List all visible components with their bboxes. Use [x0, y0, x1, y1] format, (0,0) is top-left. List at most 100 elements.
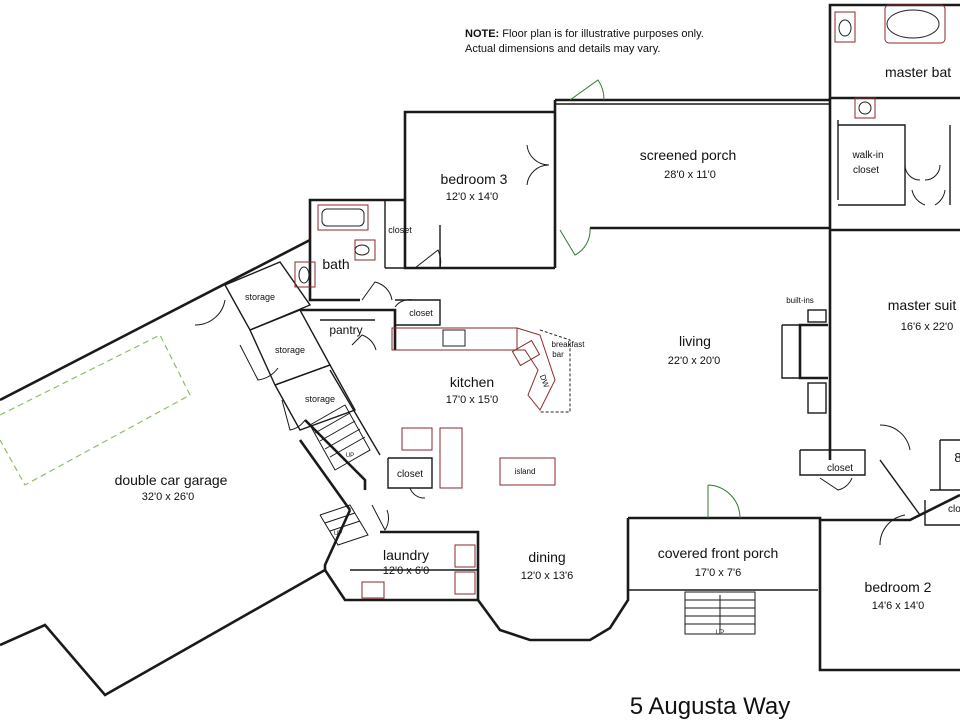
master-bath-label: master bat	[885, 64, 951, 80]
bedroom-cut-label: 8	[954, 450, 960, 465]
refrigerator	[401, 427, 433, 451]
stair-up-label-1: UP	[346, 453, 354, 459]
bedroom2-dim: 14'6 x 14'0	[872, 600, 925, 612]
bath-door	[361, 281, 393, 301]
front-porch-label: covered front porch	[658, 545, 779, 561]
bedroom3-wall	[403, 110, 555, 270]
kitchen-pantry-cabinet	[439, 427, 463, 489]
fixtures	[294, 4, 946, 599]
kitchen-closet-door	[409, 487, 426, 499]
master-suite-dim: 16'6 x 22'0	[901, 321, 954, 333]
walk-in-closet-label-2: closet	[853, 165, 879, 176]
bedroom2-closet	[924, 500, 960, 526]
screened-porch-dim: 28'0 x 11'0	[664, 169, 716, 181]
screened-porch-door	[569, 79, 605, 101]
garage-stairs	[319, 504, 369, 546]
disclaimer-bold: NOTE:	[465, 28, 499, 40]
kitchen-label: kitchen	[450, 374, 494, 390]
bath-label: bath	[322, 256, 349, 272]
laundry-sink	[361, 581, 385, 599]
breakfast-bar-counter	[516, 327, 556, 411]
disclaimer-line1: NOTE: Floor plan is for illustrative pur…	[465, 28, 704, 40]
storage2-label: storage	[275, 345, 305, 355]
storage-walls	[224, 261, 312, 331]
bath-sink-basin	[298, 266, 310, 284]
kitchen-sink	[511, 339, 541, 367]
storage2-door	[239, 344, 279, 381]
master-suite-label: master suit	[888, 297, 957, 313]
dryer	[454, 571, 476, 595]
front-porch-steps	[684, 591, 756, 635]
master-tub-basin	[886, 9, 940, 39]
kitchen-range	[442, 329, 466, 347]
storage-3-wall	[274, 364, 357, 431]
bath-tub-basin	[321, 208, 365, 227]
address-title: 5 Augusta Way	[630, 693, 791, 720]
hall-closet-door	[394, 299, 414, 308]
disclaimer-line1-text: Floor plan is for illustrative purposes …	[499, 28, 704, 40]
bedroom2-label: bedroom 2	[865, 579, 932, 595]
bath-tub	[317, 204, 369, 231]
washer	[454, 544, 476, 568]
labels: NOTE: Floor plan is for illustrative pur…	[115, 28, 960, 720]
kitchen-dim: 17'0 x 15'0	[446, 394, 499, 406]
garage-wall	[0, 238, 311, 402]
storage3-label: storage	[305, 394, 335, 404]
living-closet-wall	[799, 449, 866, 476]
dishwasher-label: DW	[538, 373, 551, 389]
bed3-closet-label: closet	[388, 225, 412, 235]
built-ins-lower	[807, 382, 827, 414]
laundry-dim: 12'0 x 6'0	[383, 565, 429, 577]
master-tub	[884, 4, 946, 44]
bedroom2-closet-label: clos	[948, 504, 960, 515]
garage-storage-door	[194, 299, 226, 326]
stair-up-label-3: UP	[716, 630, 724, 636]
master-toilet-box	[834, 11, 856, 43]
storage1-label: storage	[245, 292, 275, 302]
kitchen-counter-top	[391, 327, 518, 351]
built-ins-upper	[807, 309, 827, 323]
front-entry-door	[707, 484, 741, 519]
living-closet-door	[819, 477, 853, 491]
front-porch-wall	[628, 516, 960, 672]
living-dim: 22'0 x 20'0	[668, 355, 721, 367]
pantry-wall	[300, 308, 397, 350]
garage-vehicle-outline	[0, 334, 191, 486]
garage-laundry-door	[371, 504, 389, 531]
stair-rail	[329, 369, 381, 456]
bedroom3-label: bedroom 3	[441, 171, 508, 187]
disclaimer-line2: Actual dimensions and details may vary.	[465, 43, 660, 55]
bath-toilet	[354, 239, 376, 261]
garage-label: double car garage	[115, 472, 228, 488]
walk-in-closet-doors	[904, 164, 941, 181]
built-ins-label: built-ins	[786, 296, 814, 305]
breakfast-bar-label-1: breakfast	[552, 340, 586, 349]
porch-living-door	[559, 227, 591, 256]
hall-closet-wall	[395, 299, 441, 326]
master-bath-wall	[828, 3, 960, 100]
master-suite-door	[879, 424, 911, 451]
dining-label: dining	[528, 549, 565, 565]
fireplace-hearth	[781, 324, 801, 379]
breakfast-bar-label-2: bar	[552, 350, 564, 359]
hall-angle	[879, 459, 921, 516]
walk-in-closet-label-1: walk-in	[851, 150, 883, 161]
bedroom3-door	[414, 249, 442, 269]
bedroom2-wall	[820, 493, 960, 522]
screened-porch-label: screened porch	[640, 147, 737, 163]
breakfast-bar-edge	[539, 329, 571, 413]
island-box	[499, 457, 556, 486]
front-porch-dim: 17'0 x 7'6	[695, 567, 741, 579]
living-label: living	[679, 333, 711, 349]
master-bath-doors	[911, 189, 946, 206]
stair-wall	[304, 419, 367, 490]
bath-wall	[308, 198, 405, 302]
garage-south-wall	[0, 509, 352, 697]
master-sink-basin	[858, 101, 872, 115]
doors	[194, 79, 946, 546]
bath-toilet-bowl	[354, 244, 370, 256]
garage-east-wall	[298, 439, 352, 511]
bedroom3-dim: 12'0 x 14'0	[446, 191, 499, 203]
kitchen-closet-wall	[387, 457, 433, 489]
